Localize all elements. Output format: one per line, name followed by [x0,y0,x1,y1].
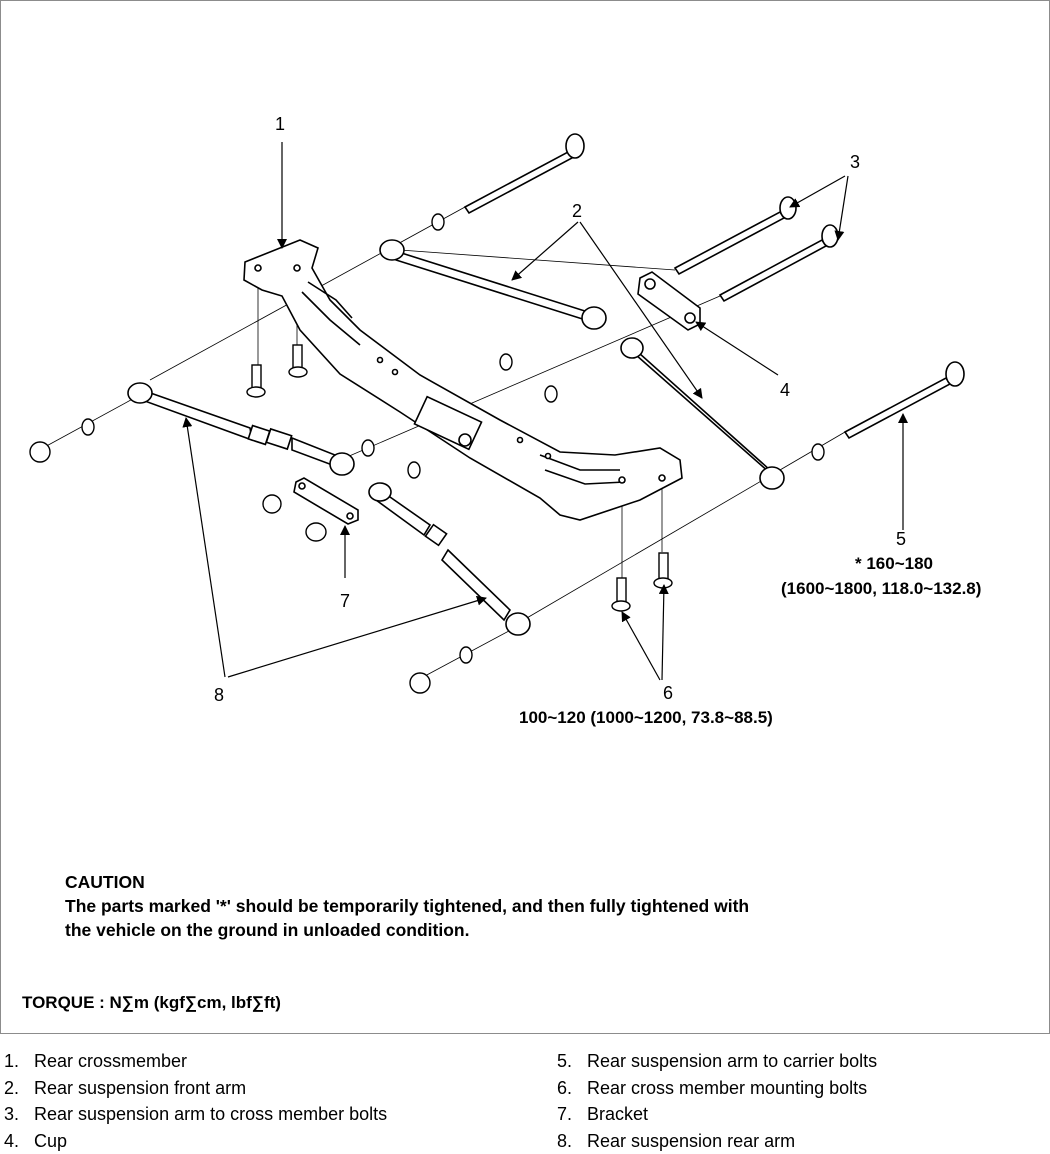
washers-and-nuts [30,214,824,693]
legend-label: Rear suspension front arm [34,1075,246,1102]
legend-label: Rear suspension rear arm [587,1128,795,1154]
torque-item5-line2: (1600~1800, 118.0~132.8) [781,579,981,599]
callout-2: 2 [572,202,582,220]
torque-item5-line1: * 160~180 [855,554,933,574]
callout-6: 6 [663,684,673,702]
legend-label: Rear crossmember [34,1048,187,1075]
legend-number: 7. [557,1101,587,1128]
callout-4: 4 [780,381,790,399]
legend-label: Rear cross member mounting bolts [587,1075,867,1102]
caution-line-1: The parts marked '*' should be temporari… [65,894,749,918]
legend-item: 6. Rear cross member mounting bolts [557,1075,877,1102]
legend-column-right: 5. Rear suspension arm to carrier bolts … [557,1048,877,1154]
long-bolts [465,134,964,438]
callout-7: 7 [340,592,350,610]
torque-item6: 100~120 (1000~1200, 73.8~88.5) [519,708,773,728]
legend-label: Rear suspension arm to carrier bolts [587,1048,877,1075]
legend-number: 2. [4,1075,34,1102]
legend-item: 5. Rear suspension arm to carrier bolts [557,1048,877,1075]
cup [638,272,700,330]
legend-item: 1. Rear crossmember [4,1048,387,1075]
legend-item: 8. Rear suspension rear arm [557,1128,877,1154]
legend-number: 3. [4,1101,34,1128]
caution-title: CAUTION [65,870,749,894]
legend-item: 3. Rear suspension arm to cross member b… [4,1101,387,1128]
caution-block: CAUTION The parts marked '*' should be t… [65,870,749,942]
rear-suspension-front-arm [380,240,784,489]
callout-5: 5 [896,530,906,548]
legend-label: Cup [34,1128,67,1154]
legend-item: 7. Bracket [557,1101,877,1128]
legend-column-left: 1. Rear crossmember 2. Rear suspension f… [4,1048,387,1154]
caution-line-2: the vehicle on the ground in unloaded co… [65,918,749,942]
legend-number: 4. [4,1128,34,1154]
legend-label: Bracket [587,1101,648,1128]
callout-3: 3 [850,153,860,171]
leader-lines [186,142,903,680]
legend-item: 4. Cup [4,1128,387,1154]
bracket [294,478,358,524]
callout-1: 1 [275,115,285,133]
legend-label: Rear suspension arm to cross member bolt… [34,1101,387,1128]
torque-units-note: TORQUE : N∑m (kgf∑cm, lbf∑ft) [22,993,281,1013]
legend-number: 1. [4,1048,34,1075]
legend-item: 2. Rear suspension front arm [4,1075,387,1102]
legend-number: 5. [557,1048,587,1075]
legend-number: 6. [557,1075,587,1102]
callout-8: 8 [214,686,224,704]
legend-number: 8. [557,1128,587,1154]
